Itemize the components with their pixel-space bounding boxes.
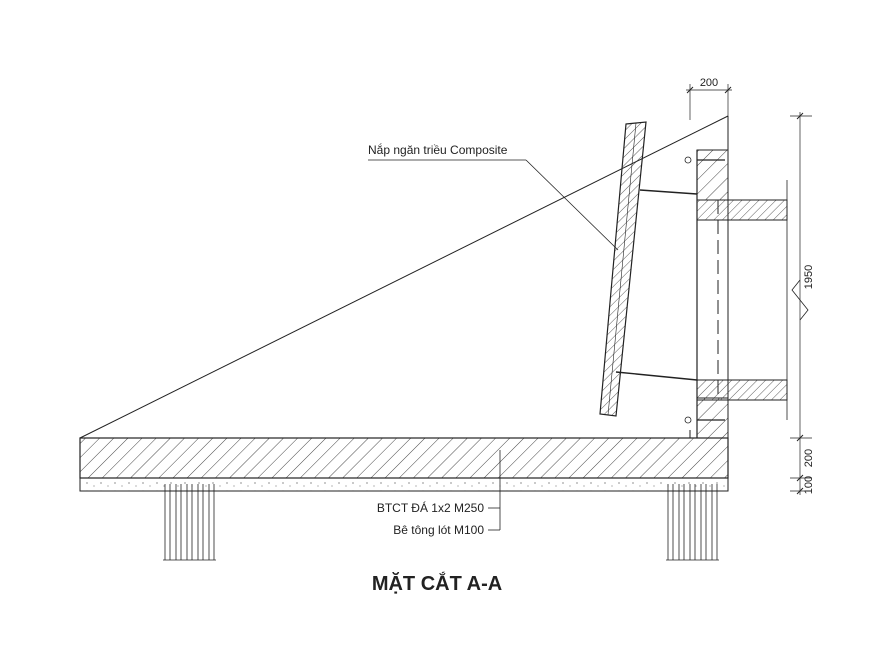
dim-lean-text: 100 [803, 476, 815, 494]
dim-slab-text: 200 [803, 449, 815, 467]
bottom-slab [79, 430, 729, 492]
piles-left [163, 484, 216, 561]
dim-top-width-text: 200 [700, 77, 718, 89]
dim-top-width [686, 84, 732, 120]
tidal-flap [599, 121, 725, 424]
concrete-label: BTCT ĐÁ 1x2 M250 [377, 500, 484, 515]
flap-leader [368, 159, 619, 251]
material-leaders [488, 450, 501, 531]
dim-height-text: 1950 [803, 265, 815, 289]
dim-vertical-chain [790, 112, 812, 495]
section-title: MẶT CẮT A-A [372, 571, 502, 595]
piles-right [666, 484, 719, 561]
lean-concrete-label: Bê tông lót M100 [393, 523, 484, 537]
flap-label: Nắp ngăn triều Composite [368, 142, 508, 157]
pipe-culvert [696, 180, 788, 420]
